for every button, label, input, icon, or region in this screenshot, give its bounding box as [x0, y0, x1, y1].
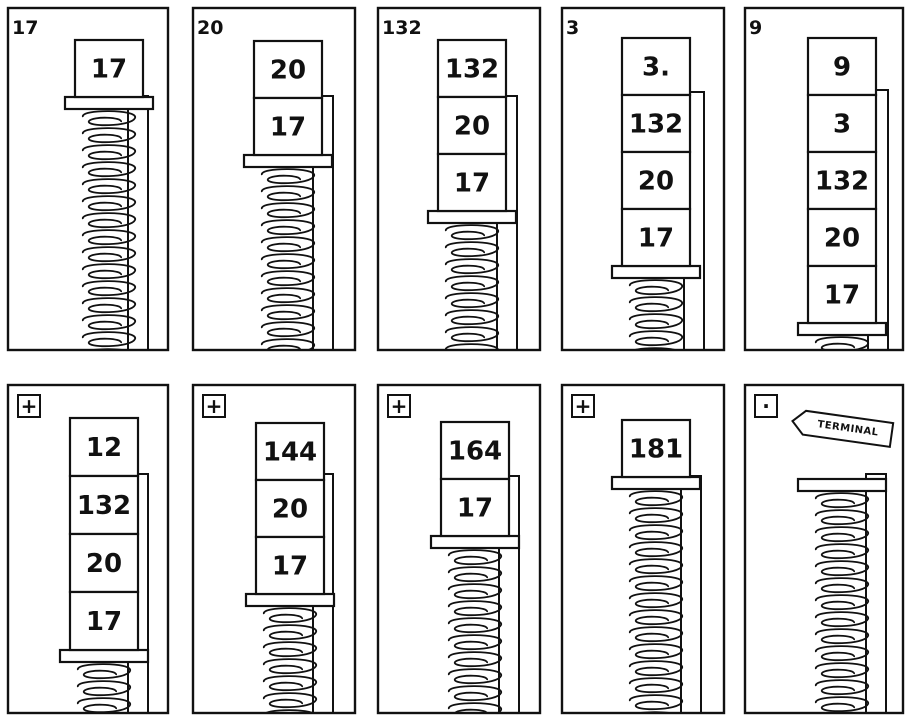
- spring-plate: [798, 323, 886, 335]
- spring-plate: [65, 97, 153, 109]
- stack-cell: 20: [808, 209, 876, 266]
- stack-cell: 181: [622, 420, 690, 477]
- panel-10: .TERMINAL: [745, 385, 903, 717]
- plus-icon: +: [572, 394, 594, 418]
- stack-cell: 132: [438, 40, 506, 97]
- stack-value: 164: [448, 437, 502, 467]
- stack-cell: 17: [808, 266, 876, 323]
- stack-value: 132: [815, 167, 869, 197]
- stack-cell: 132: [70, 476, 138, 534]
- input-label: 132: [382, 17, 422, 39]
- stack-cell: 3.: [622, 38, 690, 95]
- stack-cell: 17: [622, 209, 690, 266]
- operator-glyph: +: [391, 394, 408, 418]
- stack-value: 132: [629, 110, 683, 140]
- spring-plate: [798, 479, 886, 491]
- operator-glyph: +: [206, 394, 223, 418]
- stack-cell: 3: [808, 95, 876, 152]
- spring-plate: [431, 536, 519, 548]
- stack-cell: 17: [441, 479, 509, 536]
- operator-glyph: .: [762, 389, 770, 413]
- plus-icon: +: [388, 394, 410, 418]
- stack-cell: 20: [438, 97, 506, 154]
- stack-cell: 132: [622, 95, 690, 152]
- stack-value: 17: [824, 281, 860, 311]
- stack-cell: 12: [70, 418, 138, 476]
- panel-4: 3. 132 20 17 3: [562, 8, 724, 362]
- stack-value: 17: [91, 55, 127, 85]
- stack-value: 132: [445, 55, 499, 85]
- stack-cell: 132: [808, 152, 876, 209]
- panel-6: 12 132 20 17 +: [8, 385, 168, 717]
- operator-glyph: +: [575, 394, 592, 418]
- stack-cell: 20: [70, 534, 138, 592]
- stack-value: 144: [263, 438, 317, 468]
- stack-value: 132: [77, 491, 131, 521]
- stack-value: 17: [270, 113, 306, 143]
- stack-value: 20: [86, 549, 122, 579]
- stack-cell: 17: [70, 592, 138, 650]
- panel-5: 9 3 132 20 17 9: [745, 8, 903, 351]
- stack-value: 17: [638, 224, 674, 254]
- spring-plate: [60, 650, 148, 662]
- stack-value: 17: [86, 607, 122, 637]
- input-label: 3: [566, 17, 579, 39]
- stack-cell: 17: [256, 537, 324, 594]
- stack-cell: 17: [254, 98, 322, 155]
- stack-value: 20: [824, 224, 860, 254]
- stack-cell: 17: [438, 154, 506, 211]
- stack-value: 17: [457, 494, 493, 524]
- operator-glyph: +: [21, 394, 38, 418]
- panel-7: 144 20 17 +: [193, 385, 355, 717]
- input-label: 20: [197, 17, 223, 39]
- stack-cell: 164: [441, 422, 509, 479]
- panel-9: 181 +: [562, 385, 724, 717]
- stack-value: 20: [270, 56, 306, 86]
- plus-icon: +: [203, 394, 225, 418]
- stack-value: 20: [272, 495, 308, 525]
- spring-plate: [612, 266, 700, 278]
- panel-3: 132 20 17 132: [378, 8, 540, 358]
- stack-cell: 20: [254, 41, 322, 98]
- spring-plate: [244, 155, 332, 167]
- stack-value: 9: [833, 53, 851, 83]
- stack-value: 181: [629, 435, 683, 465]
- panel-2: 20 17 20: [193, 8, 355, 353]
- spring-plate: [612, 477, 700, 489]
- stack-value: 3.: [642, 53, 670, 83]
- input-label: 17: [12, 17, 38, 39]
- input-label: 9: [749, 17, 762, 39]
- stack-value: 12: [86, 433, 122, 463]
- stack-cell: 144: [256, 423, 324, 480]
- stack-cell: 20: [622, 152, 690, 209]
- panel-8: 164 17 +: [378, 385, 540, 717]
- spring-plate: [246, 594, 334, 606]
- stack-value: 20: [638, 167, 674, 197]
- stack-cell: 20: [256, 480, 324, 537]
- plus-icon: +: [18, 394, 40, 418]
- stack-value: 3: [833, 110, 851, 140]
- stack-value: 17: [272, 552, 308, 582]
- spring-plate: [428, 211, 516, 223]
- stack-cell: 9: [808, 38, 876, 95]
- stack-cell: 17: [75, 40, 143, 97]
- stack-value: 17: [454, 169, 490, 199]
- stack-value: 20: [454, 112, 490, 142]
- panel-1: 1717: [8, 8, 168, 363]
